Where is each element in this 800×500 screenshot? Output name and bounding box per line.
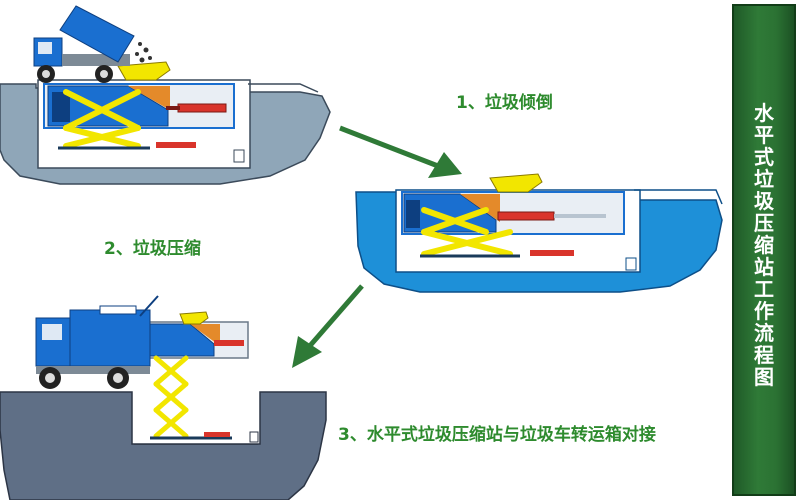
title-sidebar: 水平式垃圾压缩站工作流程图	[728, 0, 800, 500]
scene-3-truck	[35, 295, 159, 389]
arrow-step-1-to-2	[339, 125, 462, 178]
scene-1-top-hopper	[117, 61, 171, 81]
arrow-step-2-to-3	[292, 284, 364, 368]
scene-3-scissor-lift	[153, 355, 189, 439]
title-panel: 水平式垃圾压缩站工作流程图	[732, 4, 796, 496]
scene-1-scissor-lift	[63, 89, 141, 149]
diagram-title: 水平式垃圾压缩站工作流程图	[754, 101, 774, 389]
step-3-label: 3、水平式垃圾压缩站与垃圾车转运箱对接	[338, 425, 656, 445]
scene-2-scissor-lift	[421, 207, 513, 257]
scene-1-dumping	[0, 5, 331, 185]
scene-3-top-hopper	[179, 311, 209, 325]
scene-2-cylinder	[497, 211, 555, 221]
scene-3-transfer-box	[69, 309, 151, 367]
step-1-label: 1、垃圾倾倒	[456, 93, 553, 113]
scene-2-compression	[355, 173, 723, 293]
scene-2-top-hopper	[489, 173, 543, 193]
scene-1-truck	[33, 5, 152, 83]
step-2-label: 2、垃圾压缩	[104, 239, 201, 259]
scene-1-cylinder	[177, 103, 227, 113]
scene-1-tipping-box	[59, 5, 135, 63]
scene-3-docking	[0, 295, 327, 500]
scene-2-hopper	[403, 193, 497, 233]
